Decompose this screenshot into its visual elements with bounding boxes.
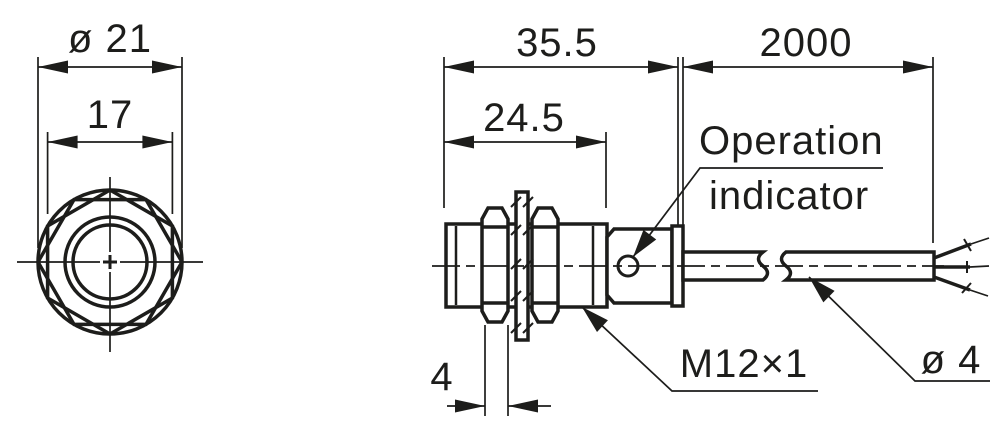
leader-thread-spec: M12×1 bbox=[576, 301, 818, 392]
wire-leads bbox=[933, 237, 990, 297]
hex-nut-front-b bbox=[45, 187, 175, 337]
cable-diameter-text: ø 4 bbox=[921, 338, 982, 382]
across-flats-text: 17 bbox=[87, 93, 134, 137]
outer-diameter-text: ø 21 bbox=[68, 17, 152, 61]
thread-spec-text: M12×1 bbox=[680, 342, 808, 386]
dimension-outer-diameter: ø 21 bbox=[37, 17, 183, 248]
sensing-face-outer-circle bbox=[63, 215, 157, 309]
leader-operation-indicator: Operation indicator bbox=[626, 119, 884, 262]
dimension-cable-length: 2000 bbox=[682, 21, 934, 243]
cable-length-text: 2000 bbox=[760, 21, 853, 65]
side-view: 35.5 2000 24.5 4 bbox=[430, 21, 990, 416]
dimension-nut-thickness: 4 bbox=[430, 325, 551, 416]
cable bbox=[681, 250, 936, 282]
nut-thickness-text: 4 bbox=[430, 355, 453, 399]
dimension-thread-length: 24.5 bbox=[444, 96, 607, 208]
leader-cable-diameter: ø 4 bbox=[803, 271, 990, 382]
housing-length-text: 35.5 bbox=[516, 21, 598, 65]
hex-nut-2 bbox=[530, 206, 560, 324]
operation-indicator-text-line2: indicator bbox=[709, 174, 869, 218]
operation-indicator-text-line1: Operation bbox=[699, 119, 884, 163]
thread-length-text: 24.5 bbox=[483, 96, 565, 140]
sensing-face-inner-circle bbox=[71, 223, 149, 301]
hex-nut-1 bbox=[480, 206, 510, 324]
front-view: ø 21 17 bbox=[17, 17, 203, 352]
hex-nut-front-a bbox=[35, 197, 185, 327]
dimension-across-flats: 17 bbox=[46, 93, 174, 214]
dimension-housing-length: 35.5 bbox=[443, 21, 679, 226]
